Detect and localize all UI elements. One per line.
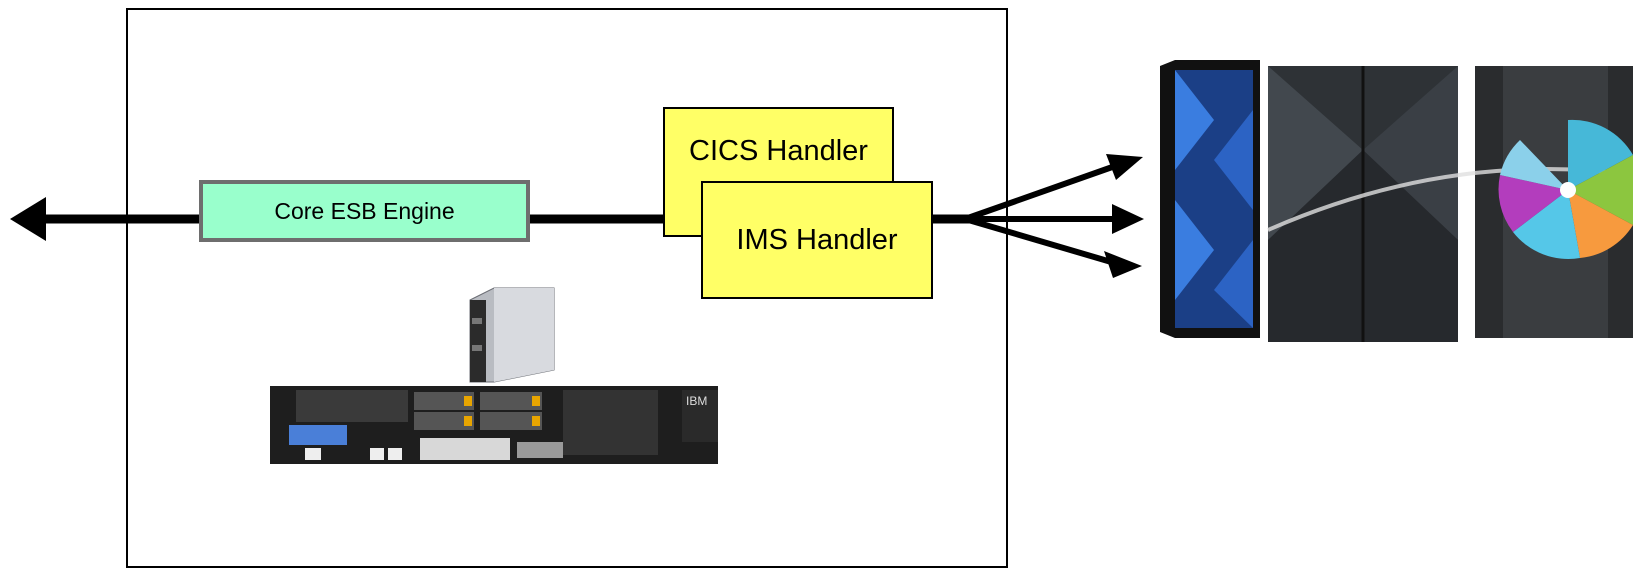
core-esb-engine-box: Core ESB Engine (199, 180, 530, 242)
arrowhead-top (1106, 154, 1143, 180)
ibm-logo-icon (1498, 119, 1633, 259)
ims-handler-box: IMS Handler (701, 181, 933, 299)
fan-line-bottom (964, 216, 1119, 267)
rack-appliance-icon: IBM (270, 386, 718, 464)
cics-handler-label: CICS Handler (689, 135, 868, 167)
mainframe-cabinets-icon (1160, 60, 1633, 342)
fan-line-top (964, 162, 1119, 222)
arrowhead-middle (1112, 204, 1144, 234)
blade-server-icon (469, 287, 555, 383)
left-arrowhead (10, 197, 46, 241)
core-esb-engine-label: Core ESB Engine (274, 197, 455, 224)
arrowhead-bottom (1104, 251, 1142, 278)
svg-text:IBM: IBM (686, 394, 707, 408)
ims-handler-label: IMS Handler (736, 223, 898, 256)
